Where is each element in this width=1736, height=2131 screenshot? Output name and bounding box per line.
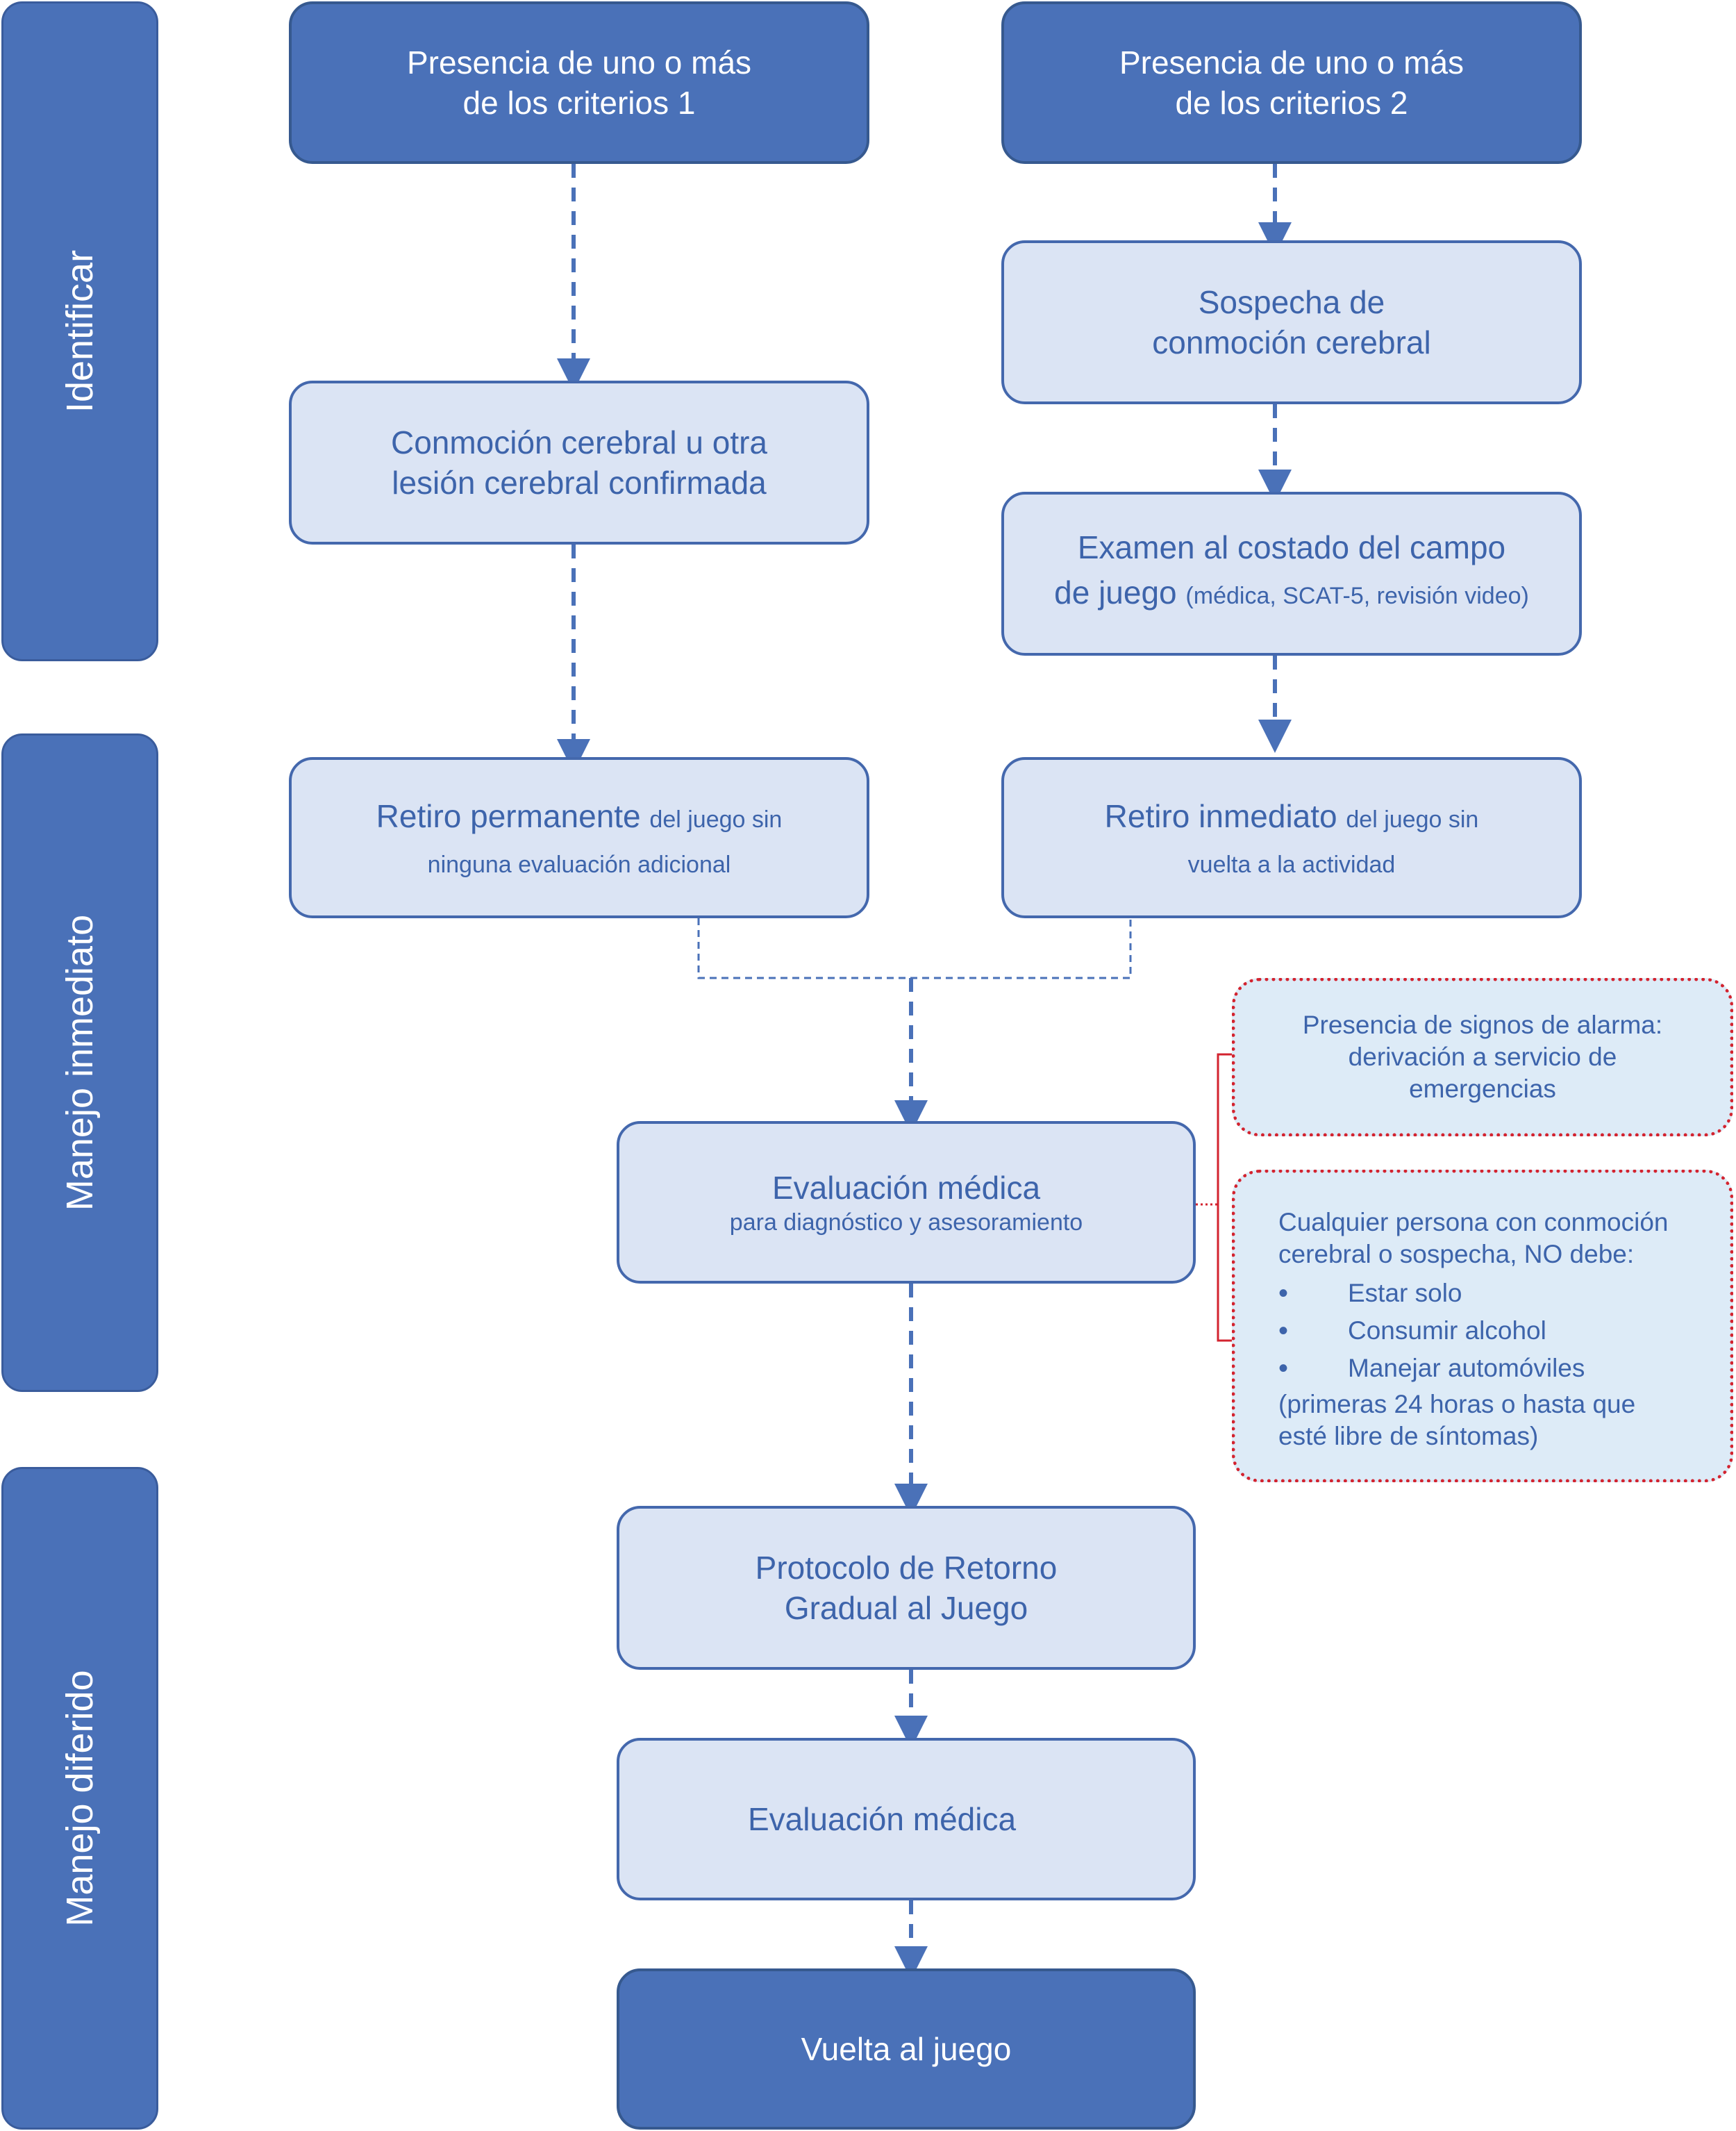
box-retiro-permanente-main: Retiro permanente — [376, 797, 641, 834]
warnings-item-estar-solo: Estar solo — [1278, 1275, 1687, 1312]
box-criterios-2: Presencia de uno o más de los criterios … — [1001, 1, 1582, 164]
box-criterios-1: Presencia de uno o más de los criterios … — [289, 1, 869, 164]
box-confirmada: Conmoción cerebral u otra lesión cerebra… — [289, 381, 869, 545]
box-retiro-permanente-line-2: ninguna evaluación adicional — [427, 851, 731, 878]
box-evaluacion-medica-2: Evaluación médica — [617, 1738, 1196, 1900]
warnings-note-line-1: (primeras 24 horas o hasta que — [1278, 1388, 1687, 1420]
warnings-intro-line-2: cerebral o sospecha, NO debe: — [1278, 1240, 1635, 1268]
box-evaluacion-medica-2-text: Evaluación médica — [747, 1801, 1017, 1837]
alarm-signs-line-2: derivación a servicio de — [1348, 1043, 1617, 1071]
box-confirmada-line-2: lesión cerebral confirmada — [392, 465, 767, 501]
alarm-signs-line-3: emergencias — [1409, 1075, 1556, 1103]
box-examen: Examen al costado del campo de juego (mé… — [1001, 492, 1582, 656]
box-retiro-inmediato-line-2: vuelta a la actividad — [1187, 851, 1396, 878]
box-vuelta-al-juego-text: Vuelta al juego — [801, 2031, 1012, 2067]
box-examen-line-1: Examen al costado del campo — [1077, 529, 1506, 565]
box-protocolo-line-1: Protocolo de Retorno — [755, 1550, 1058, 1586]
box-retiro-inmediato-tail: del juego sin — [1346, 806, 1479, 833]
warnings-note-word: o — [1501, 1390, 1516, 1418]
box-criterios-1-line-2: de los criterios 1 — [462, 85, 696, 121]
bracket-connector — [1217, 1053, 1232, 1342]
merge-connector — [697, 918, 1132, 979]
warnings-note-word: 24 — [1394, 1390, 1423, 1418]
phase-label-identificar: Identificar — [59, 249, 101, 413]
alarm-signs-box: Presencia de signos de alarma: derivació… — [1232, 978, 1733, 1136]
warnings-note-word: (primeras — [1278, 1390, 1387, 1418]
box-vuelta-al-juego: Vuelta al juego — [617, 1968, 1196, 2130]
phase-label-manejo-inmediato: Manejo inmediato — [59, 914, 101, 1211]
warnings-item-consumir-alcohol: Consumir alcohol — [1278, 1312, 1687, 1350]
box-evaluacion-medica-1-title: Evaluación médica — [771, 1170, 1041, 1206]
warnings-item-manejar-automoviles: Manejar automóviles — [1278, 1350, 1687, 1387]
warnings-note-word: horas — [1429, 1390, 1494, 1418]
warnings-list: Estar solo Consumir alcohol Manejar auto… — [1278, 1275, 1687, 1387]
box-protocolo: Protocolo de Retorno Gradual al Juego — [617, 1506, 1196, 1670]
box-evaluacion-medica-1-subtitle: para diagnóstico y asesoramiento — [729, 1209, 1083, 1236]
box-protocolo-line-2: Gradual al Juego — [784, 1590, 1028, 1626]
box-sospecha-line-1: Sospecha de — [1198, 284, 1385, 320]
box-retiro-inmediato: Retiro inmediato del juego sin vuelta a … — [1001, 757, 1582, 918]
box-retiro-permanente: Retiro permanente del juego sin ninguna … — [289, 757, 869, 918]
box-retiro-permanente-tail: del juego sin — [649, 806, 783, 833]
box-criterios-2-line-2: de los criterios 2 — [1175, 85, 1408, 121]
warnings-note-word: hasta — [1522, 1390, 1586, 1418]
box-evaluacion-medica-1: Evaluación médica para diagnóstico y ase… — [617, 1121, 1196, 1284]
warnings-note-word: que — [1592, 1390, 1636, 1418]
warnings-box: Cualquier persona con conmoción cerebral… — [1232, 1170, 1733, 1482]
warnings-note-line-2: esté libre de síntomas) — [1278, 1422, 1539, 1450]
phase-manejo-diferido: Manejo diferido — [1, 1467, 158, 2130]
box-retiro-inmediato-main: Retiro inmediato — [1104, 797, 1337, 834]
box-confirmada-line-1: Conmoción cerebral u otra — [390, 424, 768, 461]
box-examen-note: (médica, SCAT-5, revisión video) — [1185, 582, 1529, 609]
warnings-intro-line-1: Cualquier persona con conmoción — [1278, 1208, 1669, 1236]
phase-identificar: Identificar — [1, 1, 158, 661]
box-sospecha-line-2: conmoción cerebral — [1152, 324, 1431, 360]
box-criterios-2-line-1: Presencia de uno o más — [1119, 44, 1464, 81]
phase-manejo-inmediato: Manejo inmediato — [1, 733, 158, 1392]
box-examen-main: de juego — [1054, 574, 1177, 611]
box-criterios-1-line-1: Presencia de uno o más — [406, 44, 752, 81]
box-sospecha: Sospecha de conmoción cerebral — [1001, 240, 1582, 404]
alarm-signs-line-1: Presencia de signos de alarma: — [1302, 1011, 1663, 1039]
phase-label-manejo-diferido: Manejo diferido — [59, 1670, 101, 1927]
